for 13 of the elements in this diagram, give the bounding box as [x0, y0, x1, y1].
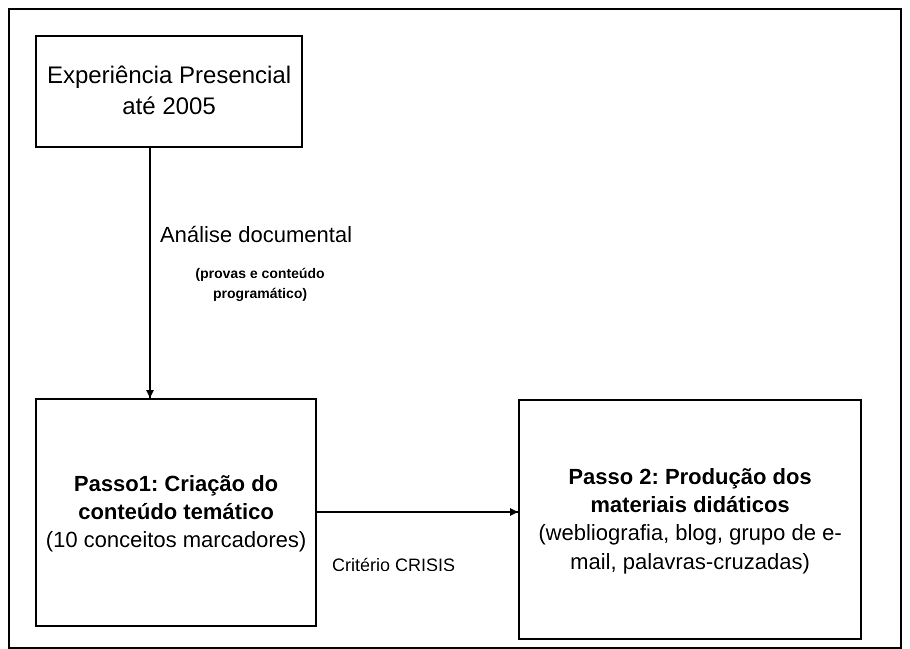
box-text: (webliografia, blog, grupo de e-mail, palavras-cruzadas)	[537, 519, 843, 576]
edge-label: Critério CRISIS	[332, 555, 456, 576]
edge-label: Análise documental	[160, 222, 352, 248]
box-text: (10 conceitos marcadores)	[46, 526, 306, 554]
box-text: Experiência Presencial até 2005	[46, 60, 292, 122]
process-box	[518, 399, 862, 640]
arrow	[317, 508, 518, 516]
note-text: (provas e conteúdo programático)	[194, 264, 326, 303]
box-heading: Passo 2: Produção dos materiais didáticos	[567, 462, 813, 519]
process-box	[35, 35, 303, 148]
box-heading: Passo1: Criação do conteúdo temático	[72, 470, 280, 526]
process-box	[35, 398, 317, 627]
arrow	[146, 148, 154, 398]
